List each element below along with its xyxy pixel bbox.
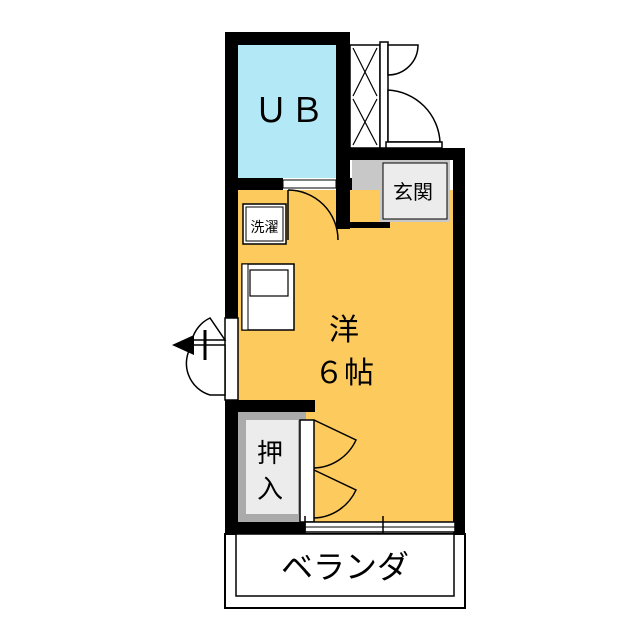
front-door-frame-top: [379, 41, 389, 149]
front-door-swing-icon: [387, 44, 419, 76]
kitchen-counter-side: [241, 263, 249, 331]
balcony-inner: [235, 533, 455, 597]
main-room-label-line1: 洋: [329, 313, 359, 348]
closet-door-swing-icon: [313, 419, 357, 519]
bath-floor: [238, 45, 336, 178]
bath-door-opening: [282, 179, 337, 189]
front-door-leaf: [385, 141, 443, 149]
balcony-label: ベランダ: [281, 548, 409, 586]
entrance-step-inner: [382, 162, 448, 220]
closet-floor: [246, 420, 298, 514]
entrance-label: 玄関: [393, 180, 433, 204]
left-window-arrow-icon: [172, 335, 194, 355]
bath-door-swing-icon: [287, 189, 339, 241]
bath-label: ＵＢ: [254, 91, 326, 131]
kitchen-sink: [249, 269, 289, 297]
shoe-cabinet-cross-icon: [352, 47, 378, 146]
walls: [225, 32, 465, 534]
front-door-swing-icon-2: [387, 89, 441, 143]
laundry-label: 洗濯: [251, 220, 279, 236]
main-room-label-line2: ６帖: [314, 356, 374, 391]
closet-label-line2: 入: [257, 475, 283, 505]
laundry-box: [242, 203, 287, 245]
closet-door-track: [299, 419, 315, 523]
shoe-cabinet: [349, 44, 381, 149]
laundry-box-inner: [245, 206, 284, 242]
left-window-frame: [224, 317, 239, 401]
closet-label-line1: 押: [257, 439, 283, 469]
